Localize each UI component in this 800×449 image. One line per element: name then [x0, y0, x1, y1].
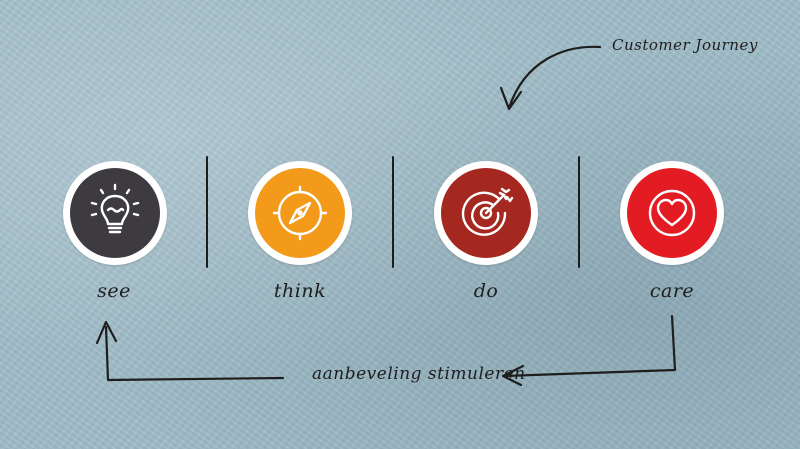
return-arrowhead-right [501, 364, 525, 387]
stage-care-badge [627, 168, 717, 258]
return-line-left [104, 325, 285, 382]
loop-label: aanbeveling stimuleren [312, 364, 526, 384]
return-arrowhead-left [95, 320, 118, 345]
return-line-right [503, 314, 677, 378]
stage-label-think: think [273, 280, 327, 302]
stage-divider [206, 156, 208, 268]
title-arrowhead [499, 86, 523, 111]
heart-icon [648, 189, 696, 237]
stage-do-badge [441, 168, 531, 258]
stage-divider [392, 156, 394, 268]
stage-see [63, 161, 167, 265]
stage-care [620, 161, 724, 265]
stage-think [248, 161, 352, 265]
stage-do [434, 161, 538, 265]
target-arrow-icon [461, 187, 514, 236]
stage-see-badge [70, 168, 160, 258]
stage-label-see: see [97, 280, 131, 302]
lightbulb-icon [90, 183, 140, 234]
title-arrow [507, 45, 602, 110]
stage-think-badge [255, 168, 345, 258]
stage-divider [578, 156, 580, 268]
compass-icon [272, 185, 328, 241]
diagram-title: Customer Journey [612, 36, 758, 54]
stage-label-care: care [649, 280, 695, 302]
stage-label-do: do [473, 280, 499, 302]
